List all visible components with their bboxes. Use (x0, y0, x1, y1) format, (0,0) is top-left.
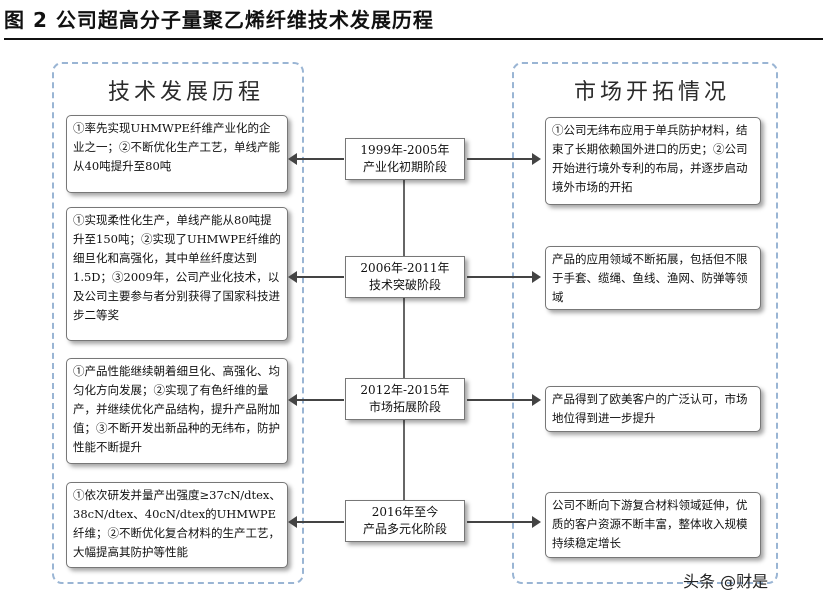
stage-4-label-text: 2016年至今 产品多元化阶段 (362, 505, 447, 536)
stage-1-label: 1999年-2005年 产业化初期阶段 (345, 138, 465, 180)
market-box-stage-2: 产品的应用领域不断拓展，包括但不限于手套、缆绳、鱼线、渔网、防弹等领域 (545, 246, 761, 310)
timeline-connector (403, 180, 405, 256)
watermark: 头条 @财是 (683, 572, 769, 591)
stage-4-label: 2016年至今 产品多元化阶段 (345, 500, 465, 542)
arrow-to-tech-2 (288, 271, 344, 283)
arrow-to-market-3 (467, 394, 541, 406)
timeline-connector (403, 420, 405, 500)
tech-box-stage-3: ①产品性能继续朝着细旦化、高强化、均匀化方向发展；②实现了有色纤维的量产，并继续… (66, 358, 288, 464)
arrow-to-market-1 (467, 153, 541, 165)
arrow-to-market-4 (467, 516, 541, 528)
tech-panel (52, 62, 304, 584)
market-box-stage-3: 产品得到了欧美客户的广泛认可，市场地位得到进一步提升 (545, 386, 761, 432)
market-box-stage-1: ①公司无纬布应用于单兵防护材料，结束了长期依赖国外进口的历史；②公司开始进行境外… (545, 117, 761, 205)
stage-3-label: 2012年-2015年 市场拓展阶段 (345, 378, 465, 420)
arrow-to-tech-1 (288, 153, 344, 165)
arrow-to-tech-3 (288, 394, 344, 406)
stage-3-label-text: 2012年-2015年 市场拓展阶段 (360, 383, 450, 414)
tech-box-stage-1: ①率先实现UHMWPE纤维产业化的企业之一；②不断优化生产工艺，单线产能从40吨… (66, 115, 288, 193)
arrow-to-market-2 (467, 271, 541, 283)
stage-1-label-text: 1999年-2005年 产业化初期阶段 (360, 143, 450, 174)
stage-2-label: 2006年-2011年 技术突破阶段 (345, 256, 465, 298)
market-panel-title: 市场开拓情况 (574, 80, 731, 105)
figure-title: 图 2 公司超高分子量聚乙烯纤维技术发展历程 (4, 8, 434, 32)
market-box-stage-4: 公司不断向下游复合材料领域延伸，优质的客户资源不断丰富，整体收入规模持续稳定增长 (545, 492, 761, 558)
arrow-to-tech-4 (288, 516, 344, 528)
tech-box-stage-4: ①依次研发并量产出强度≥37cN/dtex、38cN/dtex、40cN/dte… (66, 482, 288, 568)
stage-2-label-text: 2006年-2011年 技术突破阶段 (360, 261, 450, 292)
title-rule (4, 38, 823, 40)
tech-panel-title: 技术发展历程 (108, 80, 265, 105)
market-panel (512, 62, 778, 584)
timeline-connector (403, 298, 405, 378)
tech-box-stage-2: ①实现柔性化生产，单线产能从80吨提升至150吨；②实现了UHMWPE纤维的细旦… (66, 207, 288, 341)
